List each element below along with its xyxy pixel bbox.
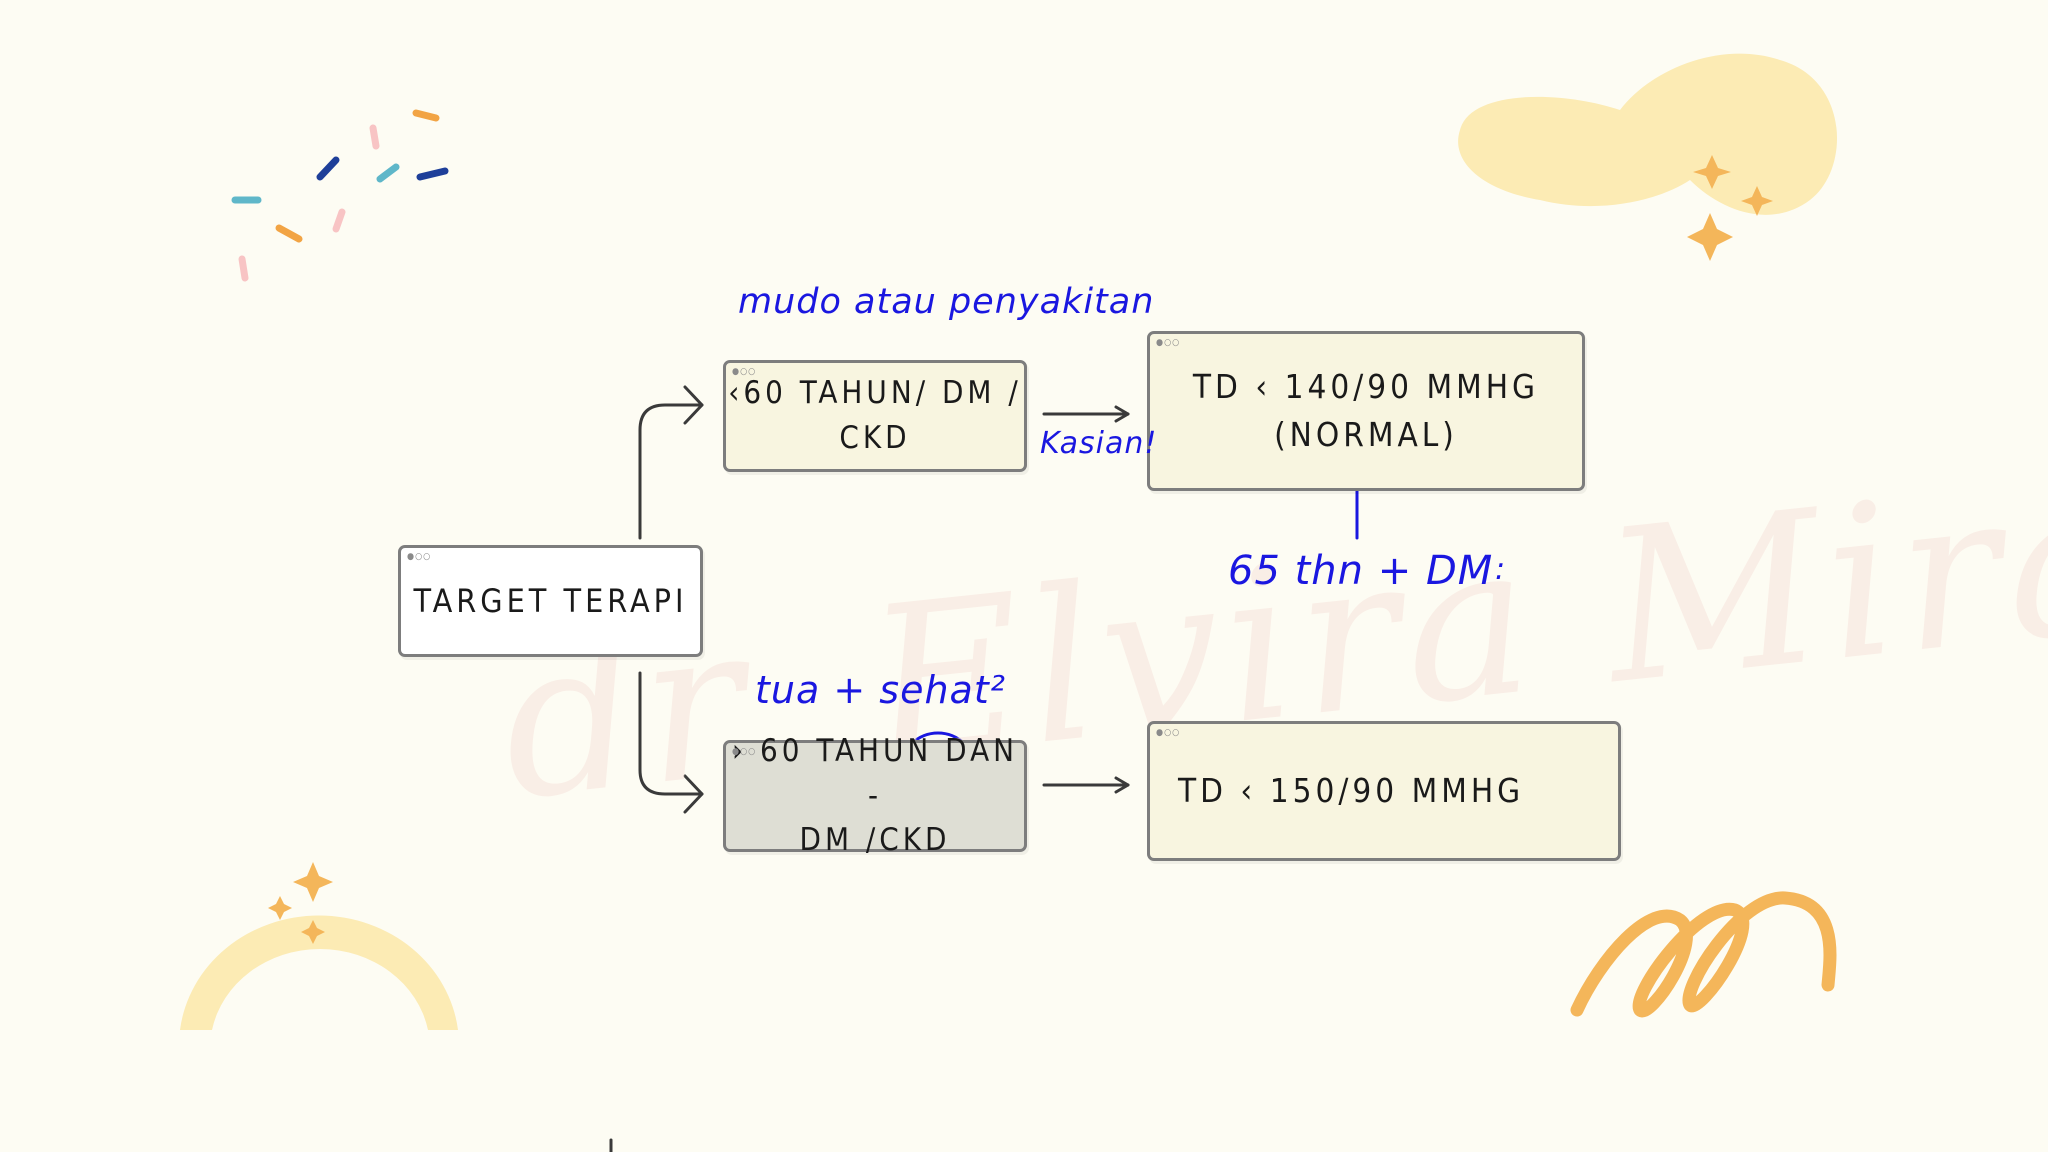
confetti-cluster [231,109,449,282]
sparkle-icon [1741,186,1773,216]
root-node-target-terapi: ●○○ TARGET TERAPI [398,545,703,657]
yellow-arc-shape [180,915,458,1030]
annotation-young: mudo atau penyakitan [738,282,1155,322]
arrowhead-icon [1114,405,1130,423]
window-dots-icon: ●○○ [407,552,432,562]
condition-node-old: ●○○ › 60 TAHUN DAN - DM /CKD [723,733,1027,858]
yellow-blob-shape [1458,53,1838,215]
condition-node-label: ‹60 TAHUN/ DM / CKD [728,375,1022,456]
sparkle-icon [268,896,292,920]
sparkle-icon [1687,213,1733,261]
sparkle-icon [1693,155,1731,189]
orange-squiggle-shape [1570,891,1837,1018]
annotation-colon: : [1495,552,1507,587]
window-dots-icon: ●○○ [1156,728,1181,738]
condition-node-label: › 60 TAHUN DAN - DM /CKD [731,732,1019,859]
window-dots-icon: ●○○ [1156,338,1181,348]
annotation-65-dm: 65 thn + DM [1228,548,1494,594]
annotation-kasian: Kasian! [1040,426,1158,461]
arrowhead-icon [683,774,704,814]
connector-lines [609,385,1130,1152]
condition-node-young: ●○○ ‹60 TAHUN/ DM / CKD [723,360,1027,472]
sparkle-icon [301,920,325,944]
arrowhead-icon [1114,776,1130,794]
window-dots-icon: ●○○ [732,747,757,757]
annotation-old: tua + sehat² [755,668,1006,712]
connector-root-to-young [638,403,704,540]
result-node-label: TD ‹ 140/90 MMHG (NORMAL) [1192,367,1540,454]
arrowhead-icon [683,385,704,425]
result-node-td140: ●○○ TD ‹ 140/90 MMHG (NORMAL) [1147,331,1585,491]
root-node-label: TARGET TERAPI [413,581,688,620]
result-node-label: TD ‹ 150/90 MMHG [1178,771,1525,811]
sparkle-icon [293,862,333,902]
result-node-td150: ●○○ TD ‹ 150/90 MMHG [1147,721,1621,861]
connector-root-to-old [638,671,704,796]
window-dots-icon: ●○○ [732,367,757,377]
